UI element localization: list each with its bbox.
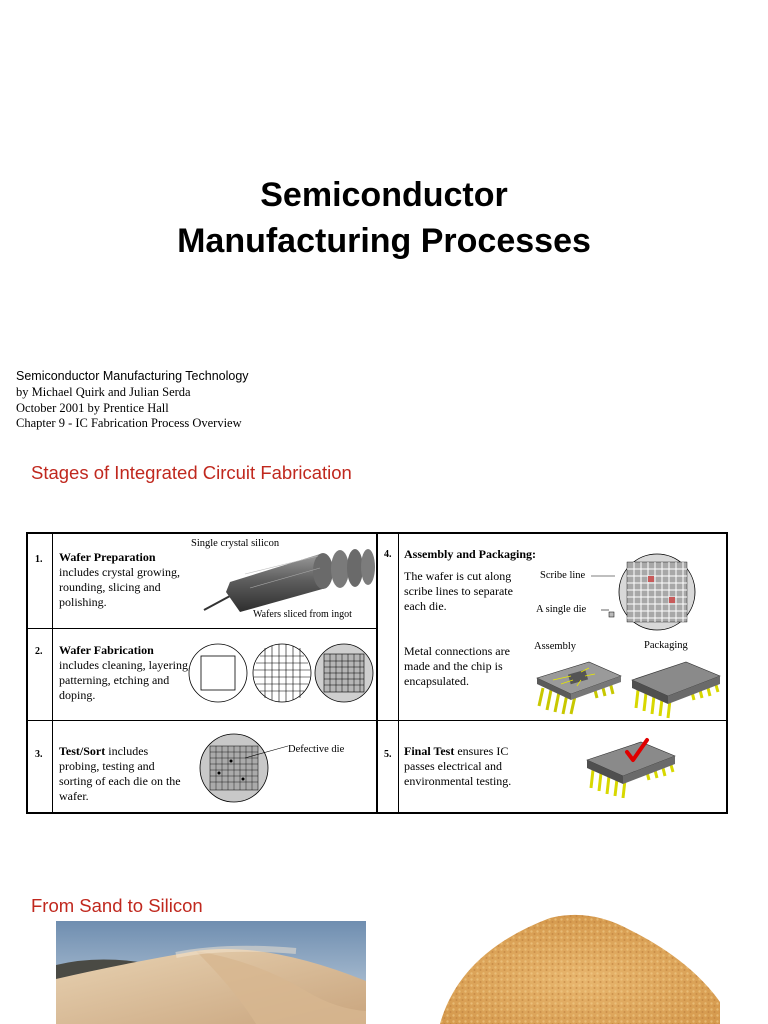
label-single-crystal: Single crystal silicon: [191, 538, 280, 549]
sand-dunes-photo: [56, 921, 366, 1024]
stage-2-desc: includes cleaning, layering, patterning,…: [59, 658, 191, 702]
stage-4-number: 4.: [384, 549, 392, 560]
stage-3-number: 3.: [35, 749, 43, 760]
stage-2-number: 2.: [35, 646, 43, 657]
slide-title-line-2: Manufacturing Processes: [177, 222, 591, 260]
wafer-fabrication-illustration: [188, 643, 374, 703]
label-packaging: Packaging: [644, 640, 688, 651]
stage-1-number: 1.: [35, 554, 43, 565]
sand-to-silicon-heading: From Sand to Silicon: [31, 895, 203, 916]
stages-heading: Stages of Integrated Circuit Fabrication: [31, 462, 352, 483]
stage-4-desc: The wafer is cut along scribe lines to s…: [404, 569, 513, 613]
stage-4-title: Assembly and Packaging:: [404, 547, 537, 561]
diced-wafer-illustration: [591, 553, 696, 631]
stage-1-title: Wafer Preparation: [59, 550, 156, 564]
label-single-die: A single die: [536, 604, 587, 615]
stage-2-title: Wafer Fabrication: [59, 643, 154, 657]
ingot-illustration: [203, 549, 375, 612]
stage-5-number: 5.: [384, 749, 392, 760]
label-scribe-line: Scribe line: [540, 570, 586, 581]
book-title: Semiconductor Manufacturing Technology: [16, 369, 249, 383]
check-icon: [625, 738, 649, 762]
stage-2-text: Wafer Fabrication includes cleaning, lay…: [59, 643, 191, 703]
stage-5-desc: ensures IC passes electrical and environ…: [404, 744, 512, 788]
stage-3-desc: includes probing, testing and sorting of…: [59, 744, 181, 803]
book-date: October 2001 by Prentice Hall: [16, 401, 169, 415]
label-assembly: Assembly: [534, 641, 576, 652]
final-test-chip-illustration: [586, 738, 676, 799]
packaged-chip-illustration: [631, 661, 721, 719]
stages-table: 1. Wafer Preparation includes crystal gr…: [26, 532, 728, 814]
book-chapter: Chapter 9 - IC Fabrication Process Overv…: [16, 416, 242, 430]
assembly-chip-illustration: [536, 661, 622, 715]
test-sort-wafer-illustration: [199, 733, 289, 803]
stage-3-title: Test/Sort: [59, 744, 106, 758]
stage-4-desc-2: Metal connections are made and the chip …: [404, 644, 510, 688]
stage-5-text: Final Test ensures IC passes electrical …: [404, 744, 528, 789]
stage-1-text: Wafer Preparation includes crystal growi…: [59, 550, 187, 610]
stage-1-desc: includes crystal growing, rounding, slic…: [59, 565, 180, 609]
book-authors: by Michael Quirk and Julian Serda: [16, 385, 191, 399]
sand-pile-photo: [440, 912, 720, 1024]
label-defective-die: Defective die: [288, 744, 345, 755]
label-wafers-sliced: Wafers sliced from ingot: [253, 609, 352, 620]
stage-3-text: Test/Sort includes probing, testing and …: [59, 744, 187, 804]
slide-title-line-1: Semiconductor: [260, 176, 508, 214]
stage-5-title: Final Test: [404, 744, 455, 758]
